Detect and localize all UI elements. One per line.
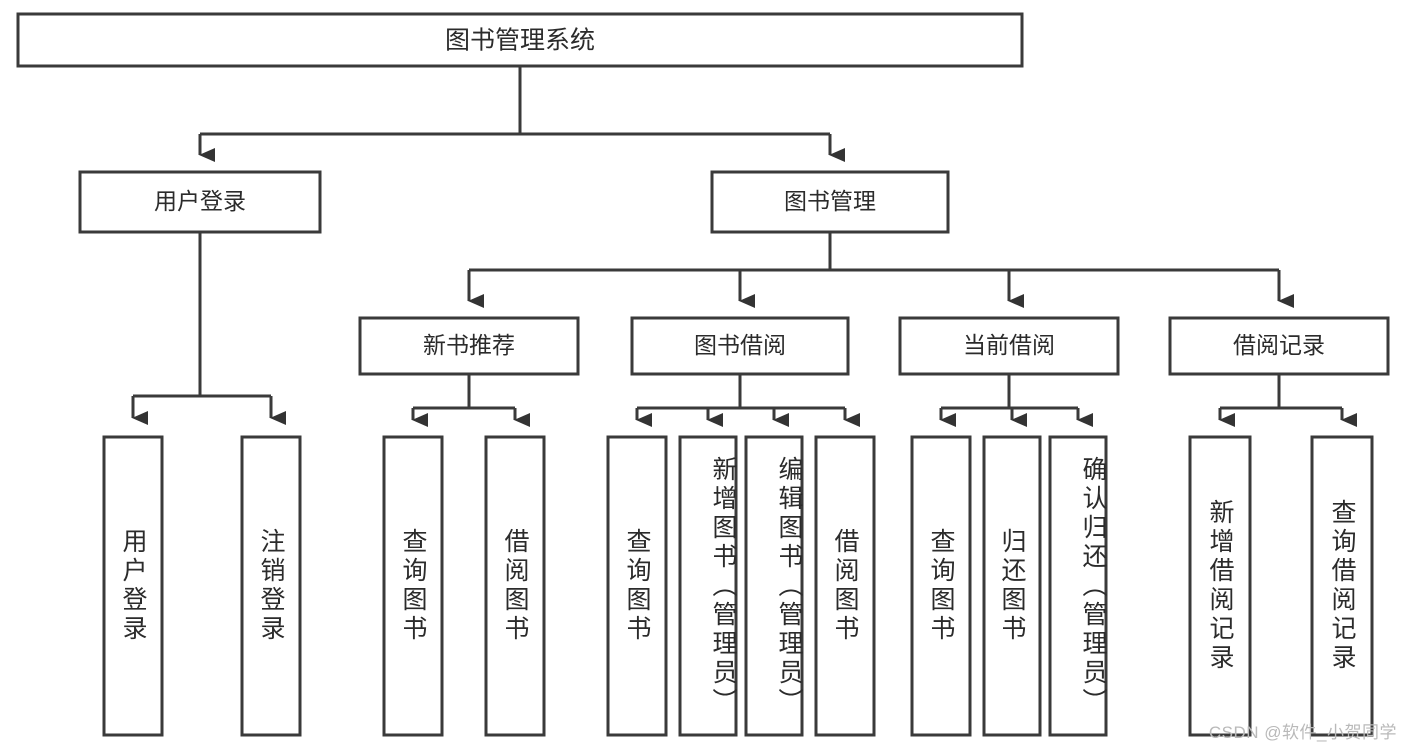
leaf-box-logout[interactable] <box>240 435 302 737</box>
leaf-box-user-login[interactable] <box>102 435 164 737</box>
new-book-recommend-box[interactable] <box>358 316 580 376</box>
book-borrow-box[interactable] <box>630 316 850 376</box>
book-management-box[interactable] <box>710 170 950 234</box>
book-management-label: 图书管理 <box>784 188 876 214</box>
borrow-record-label: 借阅记录 <box>1233 332 1325 358</box>
node-root[interactable]: 图书管理系统 <box>16 12 1024 68</box>
leaf-box-confirm-return[interactable] <box>1048 435 1108 737</box>
new-book-recommend-label: 新书推荐 <box>423 332 515 358</box>
node-current-borrow[interactable]: 当前借阅 <box>898 316 1120 376</box>
leaf-box-borrow-book-2[interactable] <box>814 435 876 737</box>
leaf-box-query-book-1[interactable] <box>382 435 444 737</box>
leaf-box-query-record[interactable] <box>1310 435 1374 737</box>
user-login-label: 用户登录 <box>154 188 246 214</box>
node-user-login[interactable]: 用户登录 <box>78 170 322 234</box>
connector-new-book-to-leaves <box>411 374 530 427</box>
book-borrow-label: 图书借阅 <box>694 332 786 358</box>
leaf-box-add-record[interactable] <box>1188 435 1252 737</box>
borrow-record-box[interactable] <box>1168 316 1390 376</box>
leaf-box-query-book-3[interactable] <box>910 435 972 737</box>
connector-current-borrow-to-leaves <box>939 374 1093 427</box>
node-borrow-record[interactable]: 借阅记录 <box>1168 316 1390 376</box>
leaf-box-query-book-2[interactable] <box>606 435 668 737</box>
leaf-box-return-book[interactable] <box>982 435 1042 737</box>
connector-book-borrow-to-leaves <box>635 374 860 427</box>
root-label: 图书管理系统 <box>445 27 595 55</box>
leaf-box-borrow-book-1[interactable] <box>484 435 546 737</box>
leaf-boxes <box>102 435 1374 737</box>
connector-root-to-level2 <box>198 66 845 162</box>
node-book-management[interactable]: 图书管理 <box>710 170 950 234</box>
root-box[interactable] <box>16 12 1024 68</box>
leaf-box-add-book[interactable] <box>678 435 738 737</box>
node-book-borrow[interactable]: 图书借阅 <box>630 316 850 376</box>
connector-user-login-to-leaves <box>131 232 286 425</box>
node-new-book-recommend[interactable]: 新书推荐 <box>358 316 580 376</box>
leaf-box-edit-book[interactable] <box>744 435 804 737</box>
current-borrow-box[interactable] <box>898 316 1120 376</box>
connector-borrow-record-to-leaves <box>1218 374 1357 427</box>
connector-book-mgmt-to-level3 <box>467 232 1294 308</box>
watermark: CSDN @软件_小贺同学 <box>1208 723 1397 742</box>
current-borrow-label: 当前借阅 <box>963 332 1055 358</box>
